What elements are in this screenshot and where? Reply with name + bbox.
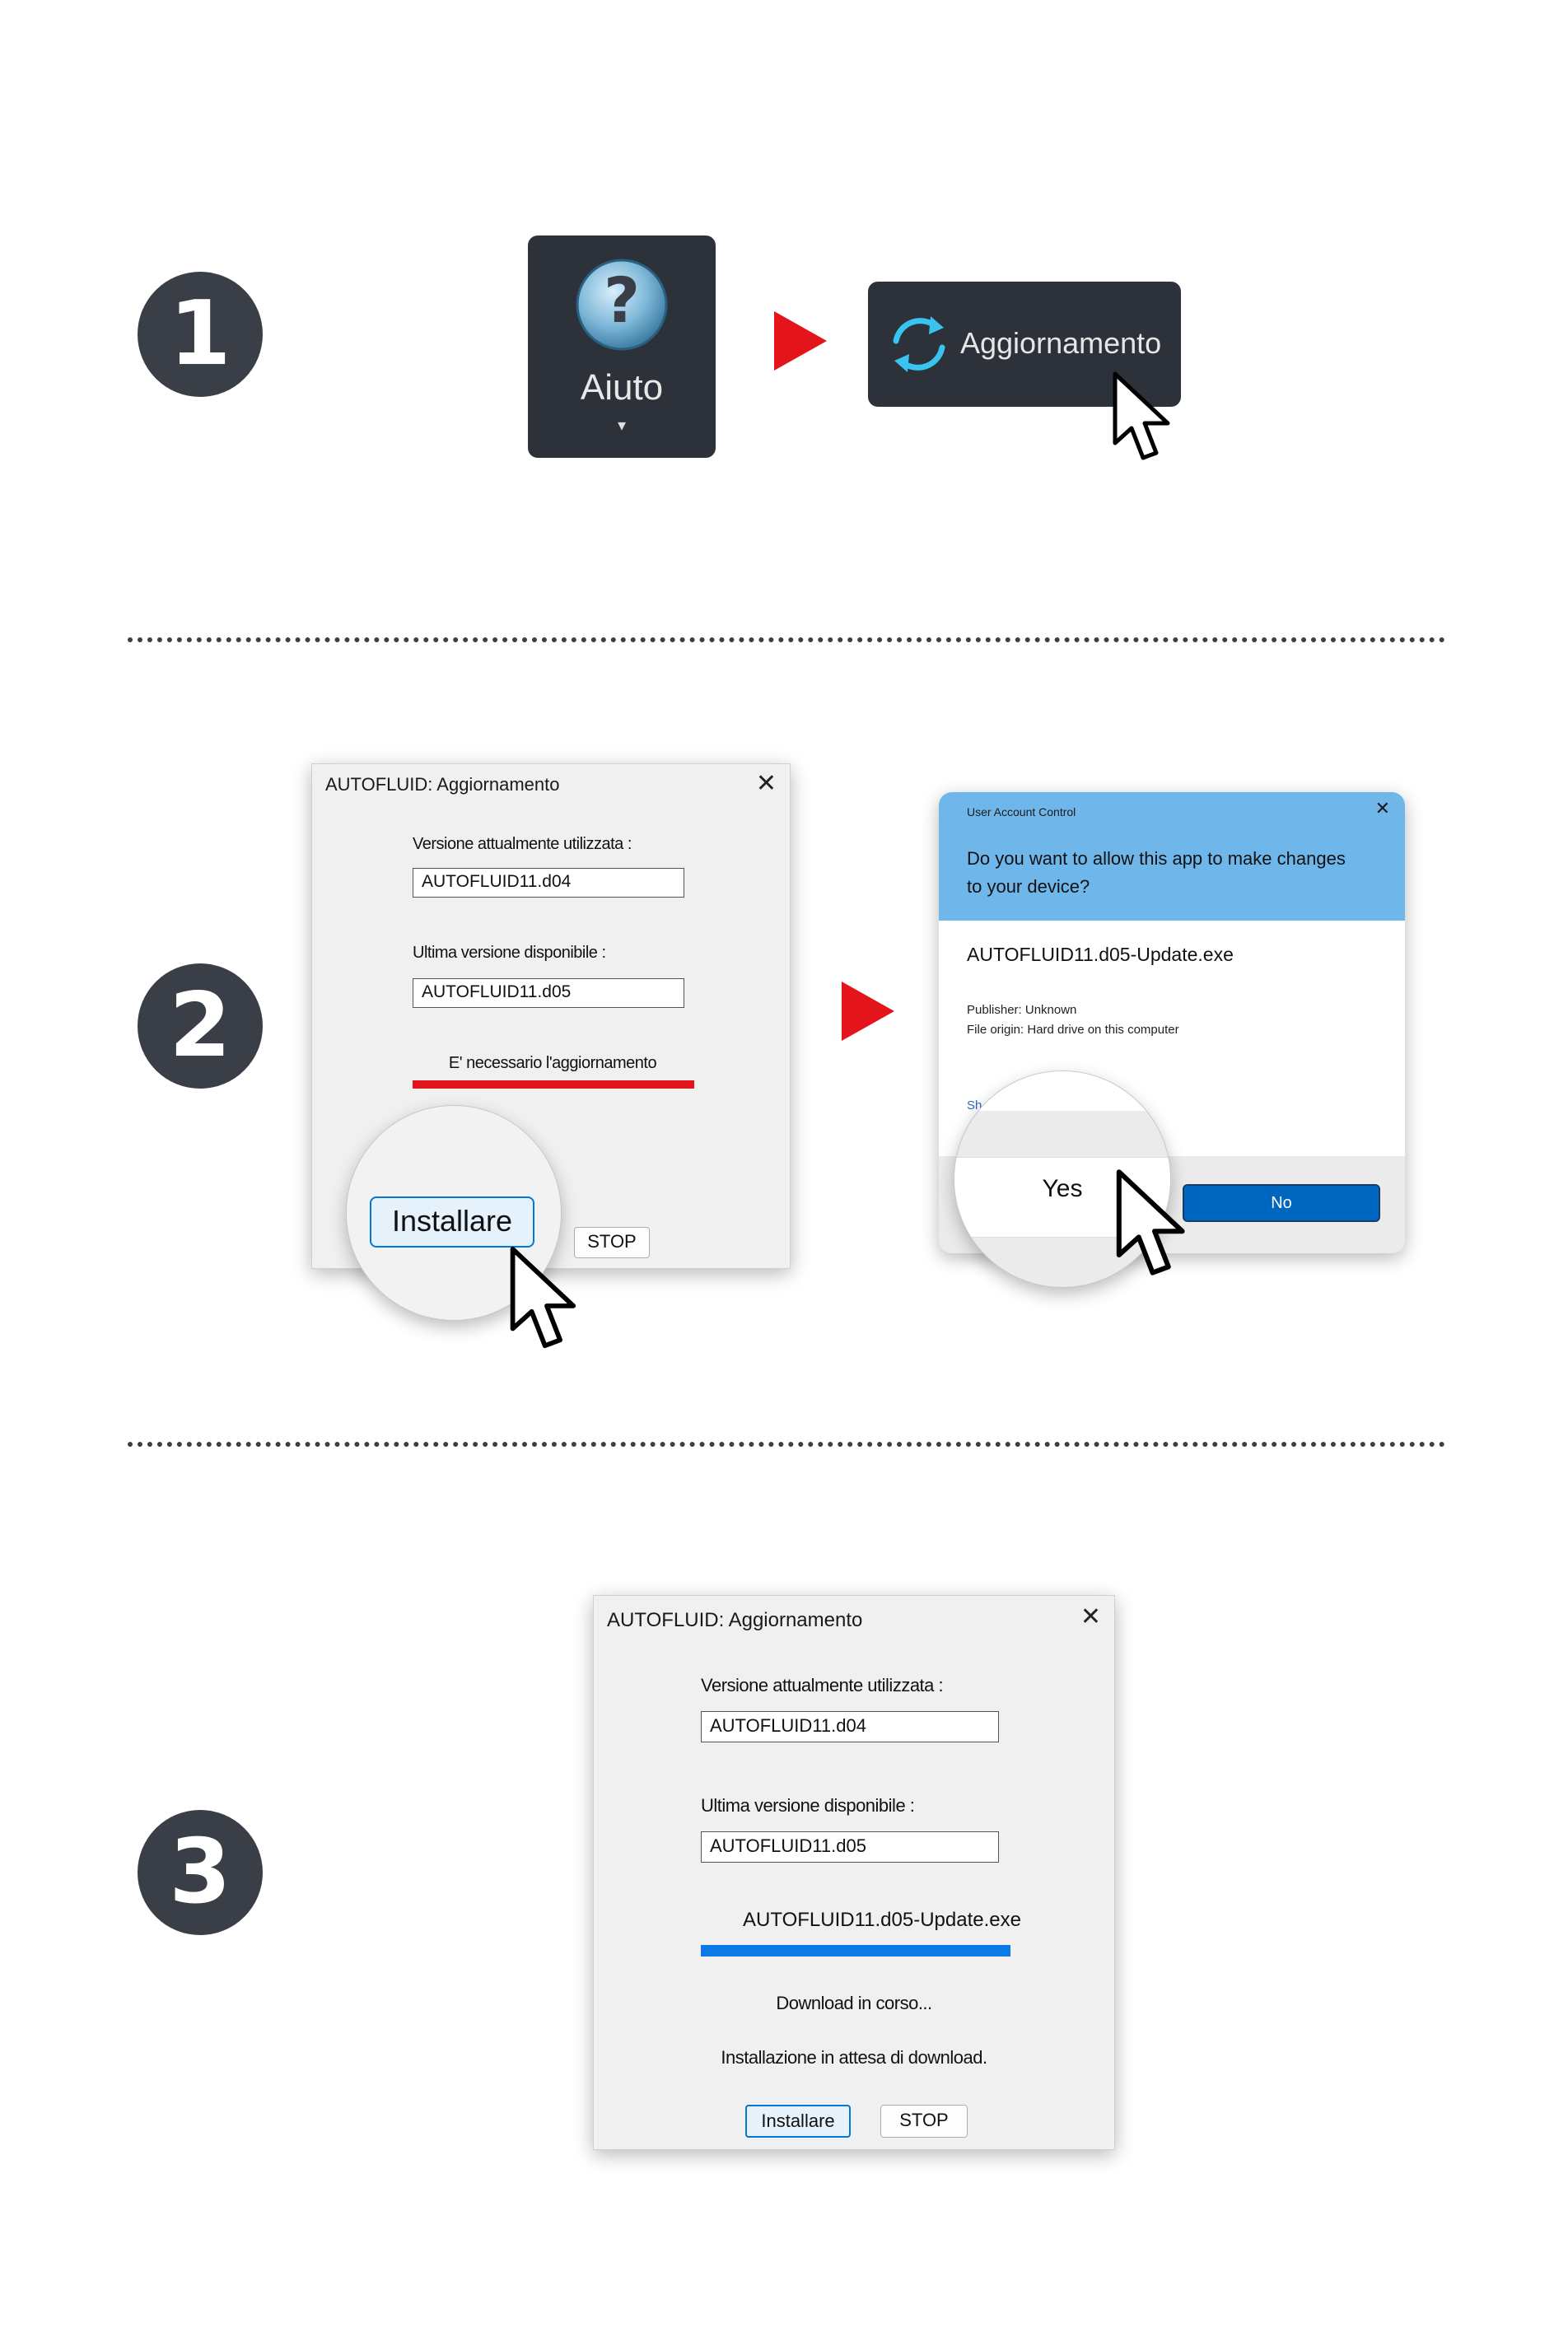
- current-version-field: AUTOFLUID11.d04: [413, 868, 684, 898]
- section-divider: [128, 637, 1445, 642]
- step-2-badge: 2: [138, 963, 263, 1089]
- step-3-badge: 3: [138, 1810, 263, 1935]
- update-label: Aggiornamento: [960, 326, 1162, 360]
- latest-version-label: Ultima versione disponibile :: [413, 944, 606, 962]
- latest-version-field: AUTOFLUID11.d05: [413, 978, 684, 1008]
- mouse-pointer-icon: [1116, 1169, 1185, 1276]
- refresh-icon: [893, 316, 945, 372]
- mouse-pointer-icon: [1113, 371, 1170, 460]
- current-version-field: AUTOFLUID11.d04: [701, 1711, 999, 1742]
- uac-header: [939, 792, 1405, 921]
- latest-version-label: Ultima versione disponibile :: [701, 1795, 915, 1816]
- uac-question: Do you want to allow this app to make ch…: [967, 848, 1346, 897]
- help-question-mark: ?: [603, 264, 641, 337]
- section-divider: [128, 1442, 1445, 1447]
- help-circle-icon: [576, 259, 668, 351]
- install-button[interactable]: Installare: [370, 1196, 534, 1248]
- install-button[interactable]: Installare: [745, 2105, 851, 2138]
- uac-file-origin: File origin: Hard drive on this computer: [967, 1023, 1179, 1037]
- chevron-down-icon: ▾: [617, 415, 627, 435]
- update-required-notice: E' necessario l'aggiornamento: [448, 1054, 657, 1072]
- uac-app-name: AUTOFLUID11.d05-Update.exe: [967, 944, 1234, 965]
- dialog-title: AUTOFLUID: Aggiornamento: [325, 774, 560, 795]
- uac-yes-button[interactable]: Yes: [1042, 1175, 1083, 1202]
- mouse-pointer-icon: [510, 1247, 576, 1349]
- close-icon[interactable]: ✕: [1374, 799, 1390, 819]
- arrow-right-icon: [842, 982, 894, 1041]
- latest-version-field: AUTOFLUID11.d05: [701, 1831, 999, 1863]
- current-version-label: Versione attualmente utilizzata :: [701, 1675, 944, 1695]
- uac-no-button[interactable]: No: [1183, 1184, 1380, 1222]
- uac-publisher: Publisher: Unknown: [967, 1003, 1077, 1017]
- download-status: Download in corso...: [776, 1993, 932, 2013]
- current-version-label: Versione attualmente utilizzata :: [413, 835, 632, 853]
- yes-magnifier: Yes: [954, 1070, 1171, 1288]
- install-status: Installazione in attesa di download.: [721, 2047, 987, 2068]
- close-icon[interactable]: ✕: [1080, 1602, 1101, 1631]
- help-menu-button[interactable]: ? Aiuto ▾: [528, 236, 716, 458]
- update-menu-item[interactable]: Aggiornamento: [868, 282, 1181, 407]
- download-progress-fill: [701, 1945, 1010, 1957]
- download-file-name: AUTOFLUID11.d05-Update.exe: [743, 1909, 1021, 1931]
- step-1-badge: 1: [138, 272, 263, 397]
- uac-header-title: User Account Control: [967, 805, 1076, 819]
- help-label: Aiuto: [580, 367, 664, 408]
- stop-button[interactable]: STOP: [880, 2105, 968, 2138]
- download-progress-track: [701, 1945, 1010, 1957]
- notice-underline: [413, 1080, 694, 1089]
- arrow-right-icon: [774, 311, 827, 371]
- dialog-title: AUTOFLUID: Aggiornamento: [607, 1609, 863, 1631]
- stop-button[interactable]: STOP: [574, 1227, 650, 1258]
- update-dialog-downloading: AUTOFLUID: Aggiornamento ✕ Versione attu…: [593, 1595, 1115, 2150]
- close-icon[interactable]: ✕: [755, 769, 777, 798]
